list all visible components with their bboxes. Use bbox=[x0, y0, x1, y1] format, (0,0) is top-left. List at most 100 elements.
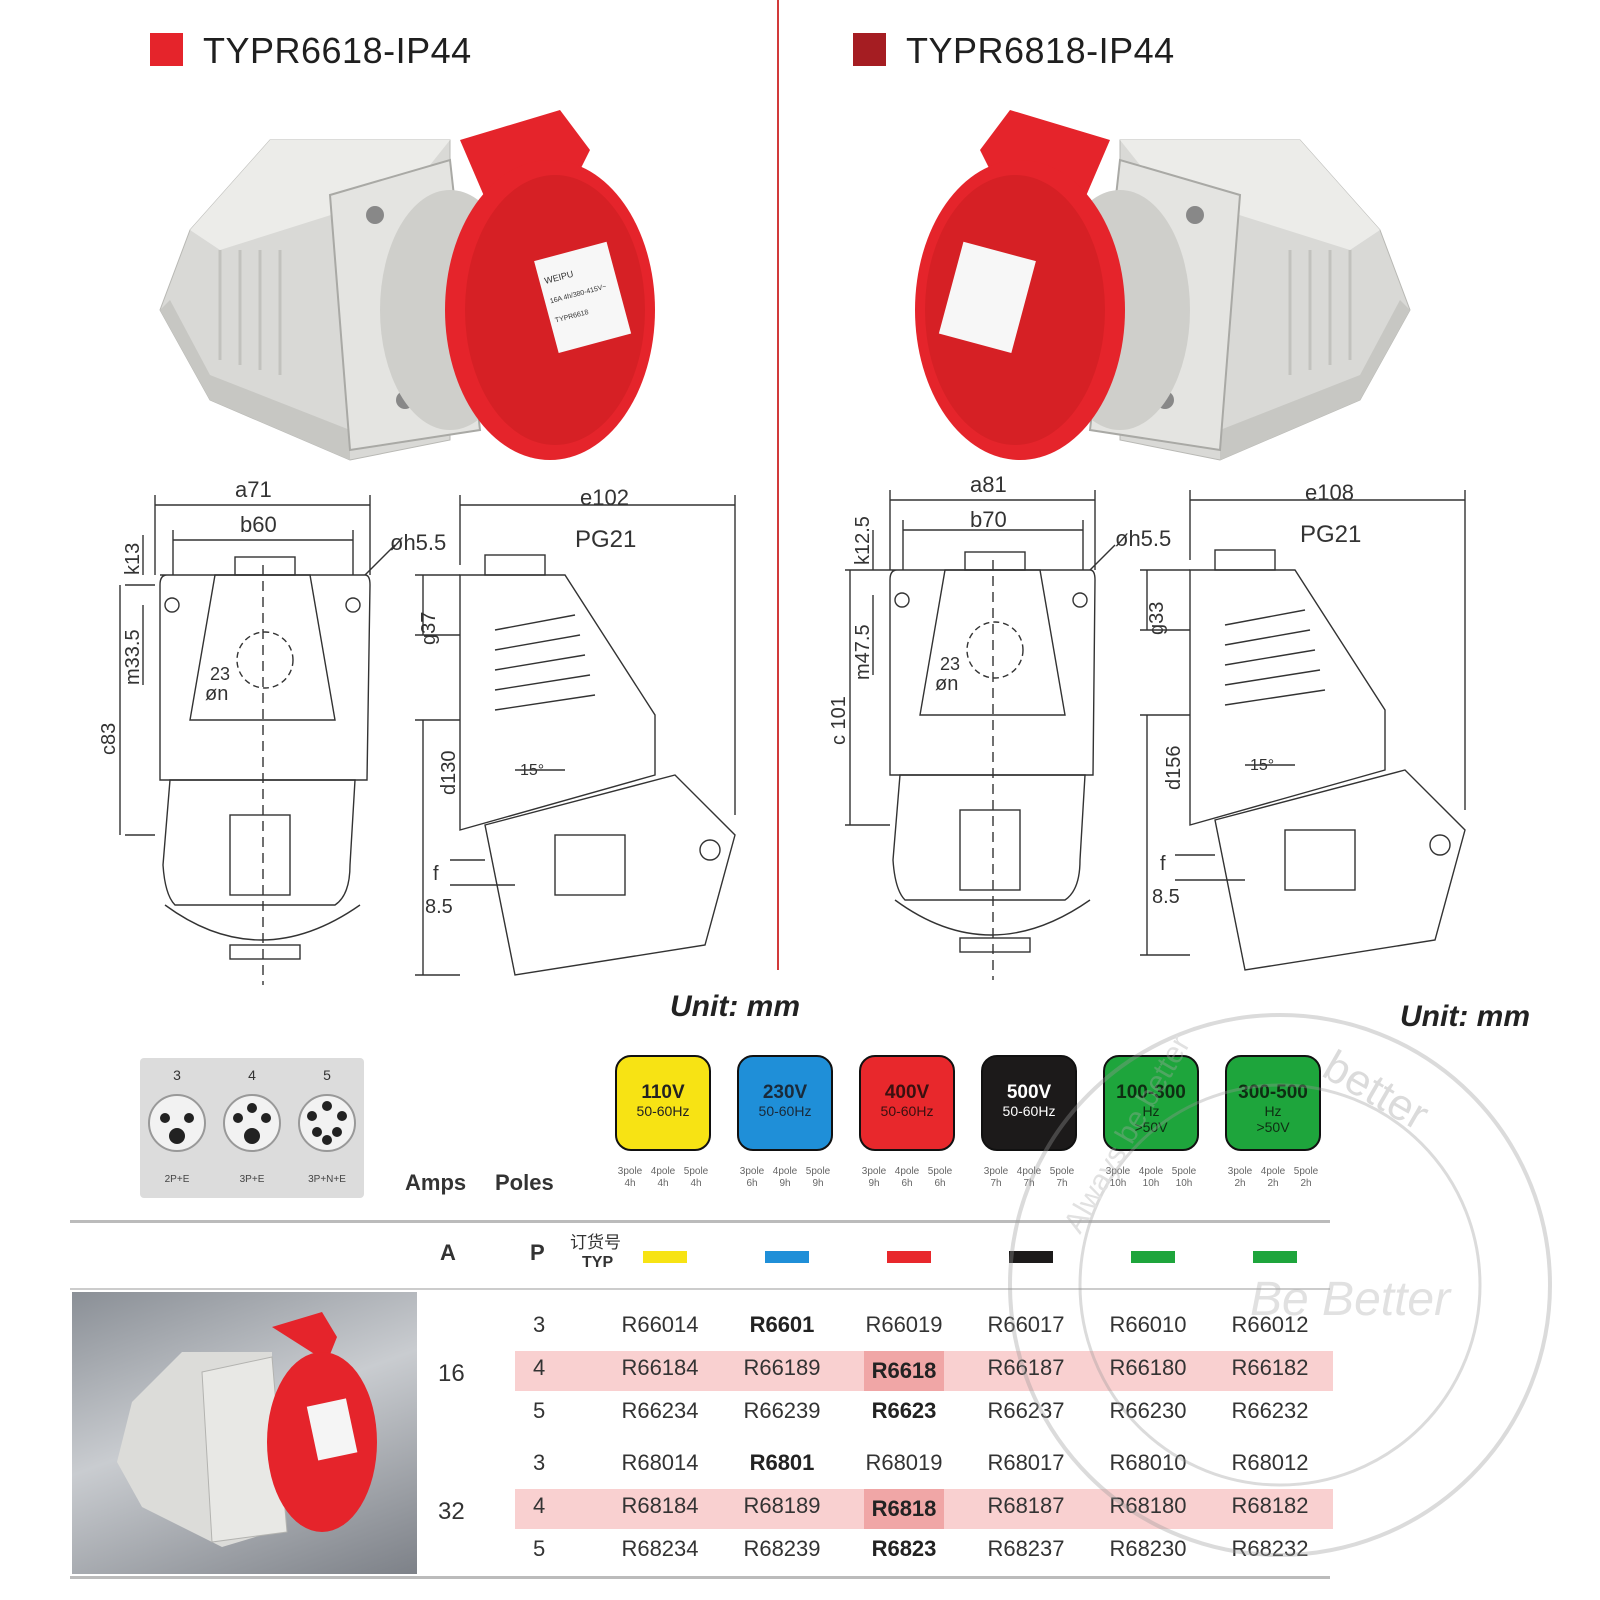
hours-entry: 3pole 7h bbox=[983, 1166, 1009, 1189]
order-code: R6618 bbox=[864, 1351, 944, 1391]
dim-f: f bbox=[433, 863, 439, 885]
dim-d-r: d156 bbox=[1163, 746, 1185, 791]
dim-b: b60 bbox=[240, 512, 277, 537]
order-code: R66012 bbox=[1231, 1312, 1309, 1337]
table-top-rule bbox=[70, 1220, 1330, 1223]
hours-entry: 5pole 6h bbox=[927, 1166, 953, 1189]
voltage-value: 400V bbox=[884, 1082, 930, 1103]
poles-diagram: 3 4 5 2P+E 3P+E 3P+N+E bbox=[140, 1058, 364, 1198]
product-photo-left: WEIPU 16A 4h/380-415V~ TYPR6618 bbox=[159, 110, 655, 461]
dim-m-r: m47.5 bbox=[852, 624, 874, 680]
product-photo-right bbox=[915, 110, 1411, 461]
col-order-header-cn: 订货号 bbox=[570, 1233, 621, 1253]
hours-entry: 5pole 7h bbox=[1049, 1166, 1075, 1189]
unit-label-left: Unit: mm bbox=[670, 990, 800, 1023]
divider-line bbox=[777, 0, 779, 970]
table-header-rule bbox=[70, 1288, 1330, 1290]
order-code: R66017 bbox=[987, 1312, 1065, 1337]
dim-h: øh5.5 bbox=[390, 530, 446, 555]
voltage-value: 100-300 bbox=[1116, 1082, 1186, 1103]
pole-label-3: 2P+E bbox=[165, 1174, 190, 1185]
poles-value: 4 bbox=[533, 1493, 546, 1518]
dim-a: a71 bbox=[235, 477, 272, 502]
voltage-value: 230V bbox=[762, 1082, 808, 1103]
dim-c: c83 bbox=[98, 723, 120, 755]
dim-f-r: f bbox=[1160, 853, 1166, 875]
dim-a-r: a81 bbox=[970, 472, 1007, 497]
color-swatch bbox=[643, 1251, 687, 1263]
hours-rating: 3pole 10h4pole 10h5pole 10h bbox=[1101, 1166, 1201, 1190]
dim-f-val-r: 8.5 bbox=[1152, 886, 1180, 908]
technical-drawing-left: a71 b60 øh5.5 k13 m33.5 c83 23 øn e108 e… bbox=[98, 477, 736, 985]
color-swatch bbox=[1131, 1251, 1175, 1263]
dim-pg-r: PG21 bbox=[1300, 521, 1361, 548]
hours-entry: 3pole 6h bbox=[739, 1166, 765, 1189]
product-title-left: TYPR6618-IP44 bbox=[203, 30, 472, 71]
dim-n-val-r: 23 bbox=[940, 654, 960, 674]
order-code: R6623 bbox=[871, 1398, 937, 1423]
hours-rating: 3pole 2h4pole 2h5pole 2h bbox=[1223, 1166, 1323, 1190]
watermark-center-text: Be Better bbox=[1250, 1273, 1452, 1326]
poles-label: Poles bbox=[495, 1170, 554, 1195]
order-code: R6818 bbox=[864, 1489, 944, 1529]
order-code: R66014 bbox=[621, 1312, 699, 1337]
dim-b-r: b70 bbox=[970, 507, 1007, 532]
order-code: R66180 bbox=[1109, 1355, 1187, 1380]
hours-entry: 3pole 4h bbox=[617, 1166, 643, 1189]
dim-k-r: k12.5 bbox=[852, 516, 874, 565]
hours-entry: 4pole 9h bbox=[772, 1166, 798, 1189]
hours-entry: 3pole 9h bbox=[861, 1166, 887, 1189]
order-code: R68232 bbox=[1231, 1536, 1309, 1561]
dim-m: m33.5 bbox=[122, 629, 144, 685]
amps-value: 16 bbox=[438, 1360, 465, 1387]
order-code: R68012 bbox=[1231, 1450, 1309, 1475]
table-bottom-rule bbox=[70, 1576, 1330, 1579]
technical-drawing-right: a81 b70 øh5.5 k12.5 m47.5 c 101 23 øn e1… bbox=[828, 472, 1466, 980]
order-code: R66010 bbox=[1109, 1312, 1187, 1337]
dim-angle-r: 15° bbox=[1250, 757, 1274, 774]
dim-n: øn bbox=[205, 683, 228, 705]
voltage-min: >50V bbox=[1256, 1119, 1290, 1135]
pole-num-4: 4 bbox=[248, 1067, 256, 1083]
order-code: R68010 bbox=[1109, 1450, 1187, 1475]
order-code: R68014 bbox=[621, 1450, 699, 1475]
dim-pg: PG21 bbox=[575, 526, 636, 553]
order-code: R66187 bbox=[987, 1355, 1065, 1380]
hours-entry: 4pole 6h bbox=[894, 1166, 920, 1189]
dim-g: g37 bbox=[418, 612, 440, 645]
pole-label-5: 3P+N+E bbox=[308, 1174, 346, 1185]
hours-entry: 4pole 7h bbox=[1016, 1166, 1042, 1189]
hours-rating: 3pole 9h 4pole 6h 5pole 6h bbox=[857, 1166, 957, 1190]
dim-d: d130 bbox=[438, 751, 460, 796]
pole-label-4: 3P+E bbox=[240, 1174, 265, 1185]
voltage-frequency: Hz bbox=[1142, 1103, 1160, 1119]
hours-entry: 5pole 9h bbox=[805, 1166, 831, 1189]
order-code: R66184 bbox=[621, 1355, 699, 1380]
hours-rating: 3pole 7h 4pole 7h 5pole 7h bbox=[979, 1166, 1079, 1190]
hours-entry: 4pole 2h bbox=[1260, 1166, 1286, 1189]
dim-h-r: øh5.5 bbox=[1115, 526, 1171, 551]
order-code: R68180 bbox=[1109, 1493, 1187, 1518]
pole-num-3: 3 bbox=[173, 1067, 181, 1083]
order-code: R66189 bbox=[743, 1355, 821, 1380]
order-code: R66019 bbox=[865, 1312, 943, 1337]
voltage-frequency: 50-60Hz bbox=[758, 1103, 812, 1119]
hours-rating: 3pole 6h 4pole 9h 5pole 9h bbox=[735, 1166, 835, 1190]
poles-value: 3 bbox=[533, 1312, 546, 1337]
voltage-frequency: Hz bbox=[1264, 1103, 1282, 1119]
poles-value: 5 bbox=[533, 1536, 546, 1561]
watermark-seal: better Be Better Always be better bbox=[1008, 1013, 1552, 1557]
amps-value: 32 bbox=[438, 1498, 465, 1525]
color-swatch bbox=[765, 1251, 809, 1263]
order-code: R68184 bbox=[621, 1493, 699, 1518]
poles-value: 4 bbox=[533, 1355, 546, 1380]
order-code: R66232 bbox=[1231, 1398, 1309, 1423]
hours-entry: 5pole 2h bbox=[1293, 1166, 1319, 1189]
watermark-ring-text: better bbox=[1315, 1041, 1437, 1140]
voltage-value: 500V bbox=[1006, 1082, 1052, 1103]
